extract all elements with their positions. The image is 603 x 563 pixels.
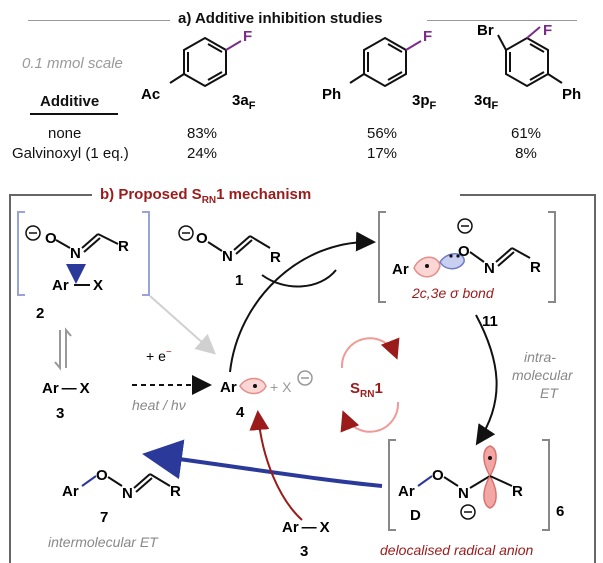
- svg-text:+ X: + X: [270, 379, 292, 395]
- svg-text:R: R: [170, 483, 181, 500]
- intramolecular-et-arrow: [475, 314, 498, 446]
- svg-text:X: X: [93, 277, 103, 294]
- substituent-ph-2: Ph: [562, 86, 581, 103]
- radical-anion-note: delocalised radical anion: [380, 542, 534, 558]
- svg-text:N: N: [70, 245, 81, 262]
- svg-text:R: R: [118, 238, 129, 255]
- arx-3-bottom: Ar — X: [282, 519, 330, 536]
- fluoro-label-1: F: [243, 28, 252, 45]
- substituent-ph-1: Ph: [322, 86, 341, 103]
- conditions-label: heat / hν: [132, 397, 186, 413]
- section-b-title: b) Proposed SRN1 mechanism: [100, 186, 312, 206]
- label-2: 2: [36, 305, 44, 322]
- row-galvinoxyl-additive: Galvinoxyl (1 eq.): [12, 145, 129, 162]
- svg-text:O: O: [96, 467, 108, 484]
- equilibrium-arrows: [54, 327, 72, 371]
- svg-text:2c,3e σ bond: 2c,3e σ bond: [411, 285, 495, 301]
- additive-underline: [30, 113, 118, 115]
- svg-text:Ar: Ar: [398, 483, 415, 500]
- svg-text:O: O: [196, 230, 208, 247]
- fluoro-label-3: F: [543, 25, 552, 39]
- svg-text:N: N: [484, 260, 495, 277]
- svg-text:Ar: Ar: [52, 277, 69, 294]
- svg-text:N: N: [458, 485, 469, 502]
- label-3pF: 3pF: [412, 92, 437, 112]
- label-4: 4: [236, 404, 245, 421]
- row-none-3qF: 61%: [510, 125, 542, 142]
- intra-et-line-3: ET: [540, 385, 559, 401]
- svg-text:Ar: Ar: [220, 379, 237, 396]
- label-1: 1: [235, 272, 243, 289]
- srn1-cycle-symbol: SRN1: [340, 337, 400, 433]
- section-a-divider-left: [28, 20, 170, 21]
- row-none-3pF: 56%: [366, 125, 398, 142]
- label-3aF: 3aF: [232, 92, 256, 112]
- svg-text:Ar: Ar: [392, 261, 409, 278]
- additive-header: Additive: [40, 93, 100, 110]
- label-3-bottom: 3: [300, 543, 308, 560]
- svg-text:N: N: [222, 248, 233, 265]
- radical-anion-6: Ar O N R D: [388, 439, 550, 531]
- substituent-br: Br: [477, 25, 494, 39]
- complex-to-radical-arrow: [149, 295, 216, 355]
- oxime-addition-curve: [261, 269, 337, 288]
- intermolecular-et-note: intermolecular ET: [48, 534, 159, 550]
- svg-text:D: D: [410, 507, 421, 524]
- row-galvinoxyl-3qF: 8%: [515, 145, 537, 162]
- arx-to-radical-arrow: [249, 410, 303, 521]
- scale-note: 0.1 mmol scale: [22, 55, 123, 72]
- compound-3qF-ring: [497, 26, 563, 88]
- radical-anion-11: Ar O N R 2c,3e σ bond: [378, 211, 556, 303]
- substituent-ac: Ac: [141, 86, 160, 103]
- row-galvinoxyl-3pF: 17%: [366, 145, 398, 162]
- label-3qF: 3qF: [474, 92, 499, 112]
- section-a-title: a) Additive inhibition studies: [178, 10, 383, 27]
- row-galvinoxyl-3aF: 24%: [186, 145, 218, 162]
- svg-text:O: O: [432, 467, 444, 484]
- intermolecular-et-arrow: [142, 439, 383, 488]
- label-11: 11: [482, 313, 498, 330]
- radical-to-11-arrow: [229, 231, 376, 373]
- svg-text:O: O: [45, 230, 57, 247]
- svg-text:R: R: [530, 259, 541, 276]
- svg-text:Ar: Ar: [62, 483, 79, 500]
- row-none-additive: none: [48, 125, 82, 142]
- electron-label: + e−: [146, 347, 172, 364]
- label-6: 6: [556, 503, 564, 520]
- fluoro-label-2: F: [423, 28, 432, 45]
- compound-3pF-ring: [349, 36, 422, 88]
- product-7: Ar O N R: [62, 467, 181, 502]
- row-none-3aF: 83%: [186, 125, 218, 142]
- svg-text:N: N: [122, 485, 133, 502]
- svg-text:O: O: [458, 243, 470, 260]
- intra-et-line-1: intra-: [524, 349, 556, 365]
- intra-et-line-2: molecular: [512, 367, 574, 383]
- oxime-anion-1: O N R: [178, 225, 281, 266]
- aryl-radical-4: Ar + X: [220, 370, 313, 396]
- svg-text:R: R: [270, 249, 281, 266]
- compound-3aF-ring: [169, 36, 242, 88]
- arx-3: Ar — X: [42, 380, 90, 397]
- label-7: 7: [100, 509, 108, 526]
- complex-2: O N R Ar X: [17, 211, 150, 296]
- svg-text:SRN1: SRN1: [350, 380, 383, 400]
- label-3: 3: [56, 405, 64, 422]
- compound-structures: F Ac 3aF F Ph 3pF Br F Ph 3qF: [141, 25, 581, 112]
- section-a-divider-right: [427, 20, 577, 21]
- svg-text:R: R: [512, 483, 523, 500]
